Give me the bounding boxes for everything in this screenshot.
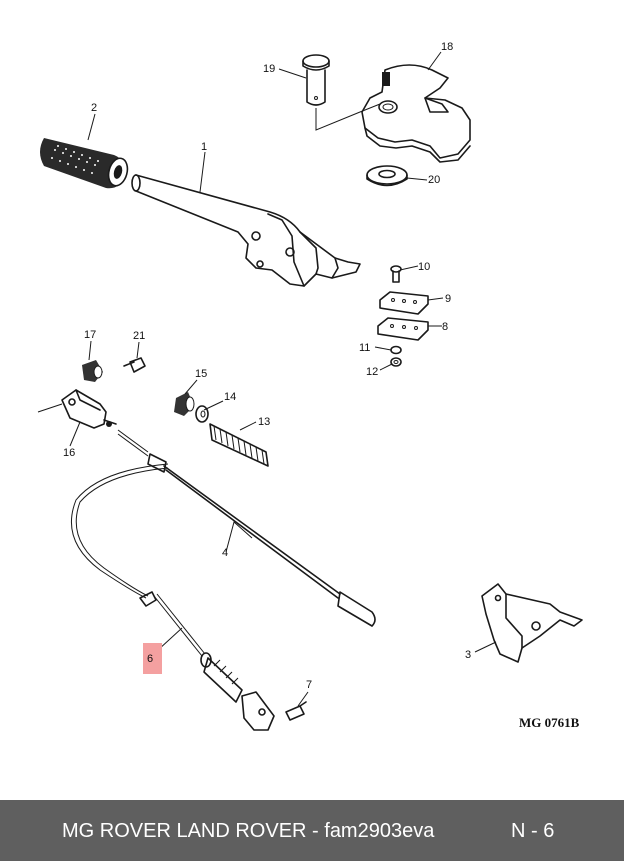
- part-17-nut: [82, 360, 103, 382]
- part-15-nut: [174, 392, 195, 416]
- callout-7: 7: [306, 679, 312, 691]
- diagram-reference-code: MG 0761B: [519, 715, 580, 730]
- callout-19: 19: [263, 63, 275, 75]
- footer-bar: MG ROVER LAND ROVER - fam2903eva N - 6: [0, 800, 624, 861]
- part-1-handbrake-lever: [131, 174, 361, 287]
- part-10-screw: [390, 265, 402, 283]
- part-2-hand-grip: [40, 138, 129, 189]
- callout-16: 16: [63, 447, 75, 459]
- parts-diagram: 1 2 3 4 6 7 8 9 10 11 12 13 14 15 16 17 …: [37, 41, 583, 731]
- part-12-washer: [390, 357, 402, 367]
- part-18-ratchet-pawl: [361, 64, 471, 163]
- leader-lines: [37, 51, 497, 707]
- part-6-cable-end: [139, 591, 275, 731]
- part-19-clevis-pin: [302, 54, 381, 131]
- callout-14: 14: [224, 391, 236, 403]
- footer-page-number: N - 6: [511, 820, 555, 842]
- callout-2: 2: [91, 102, 97, 114]
- highlight-part-6: [143, 643, 162, 674]
- part-11-nut: [390, 345, 402, 355]
- part-21-bolt: [123, 357, 146, 373]
- part-14-washer: [195, 405, 209, 423]
- footer-title: MG ROVER LAND ROVER - fam2903eva: [62, 820, 435, 842]
- callout-15: 15: [195, 368, 207, 380]
- callout-20: 20: [428, 174, 440, 186]
- callout-17: 17: [84, 329, 96, 341]
- callout-9: 9: [445, 293, 451, 305]
- part-13-spring: [209, 423, 269, 467]
- callout-10: 10: [418, 261, 430, 273]
- callout-18: 18: [441, 41, 453, 53]
- part-8-plate: [377, 317, 429, 341]
- part-9-plate: [379, 291, 429, 315]
- part-20-washer: [366, 165, 408, 187]
- callout-6: 6: [147, 653, 153, 665]
- callout-labels: 1 2 3 4 6 7 8 9 10 11 12 13 14 15 16 17 …: [63, 41, 471, 691]
- callout-13: 13: [258, 416, 270, 428]
- callout-8: 8: [442, 321, 448, 333]
- callout-1: 1: [201, 141, 207, 153]
- part-4-cable: [70, 429, 376, 627]
- callout-11: 11: [359, 342, 370, 354]
- callout-4: 4: [222, 547, 228, 559]
- part-3-bracket: [481, 583, 583, 663]
- callout-3: 3: [465, 649, 471, 661]
- part-16-clevis: [61, 389, 117, 429]
- part-7-bolt: [285, 701, 307, 721]
- callout-21: 21: [133, 330, 145, 342]
- callout-12: 12: [366, 366, 378, 378]
